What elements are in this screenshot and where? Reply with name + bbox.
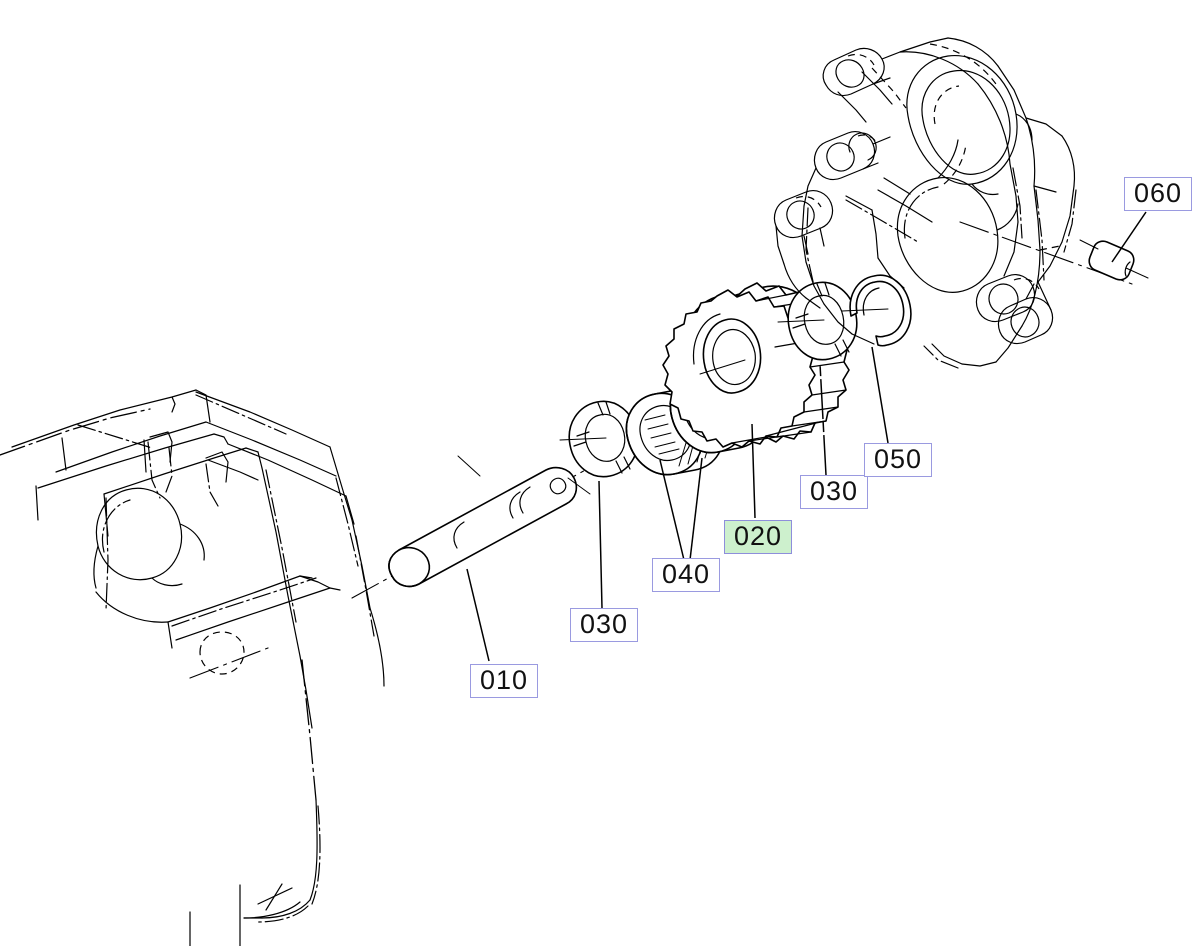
callout-040-label: 040	[661, 558, 711, 589]
callout-030-left-label: 030	[579, 608, 629, 639]
callout-030-right[interactable]: 030	[800, 475, 868, 509]
right-bearing-housing	[773, 37, 1077, 369]
callout-050[interactable]: 050	[864, 443, 932, 477]
callout-010-label: 010	[479, 664, 529, 695]
callout-030-left[interactable]: 030	[570, 608, 638, 642]
callout-020[interactable]: 020	[724, 520, 792, 554]
callout-020-label: 020	[733, 520, 783, 551]
callout-040[interactable]: 040	[652, 558, 720, 592]
callout-060-label: 060	[1133, 177, 1183, 208]
roll-pin-060	[959, 211, 1149, 285]
callout-060[interactable]: 060	[1124, 177, 1192, 211]
callout-010[interactable]: 010	[470, 664, 538, 698]
idler-shaft-010	[351, 455, 601, 662]
thrust-washer-030-right	[777, 281, 858, 476]
left-housing-casting	[0, 389, 385, 946]
callout-050-label: 050	[873, 443, 923, 474]
callout-030-right-label: 030	[809, 475, 859, 506]
snap-ring-050	[841, 274, 912, 444]
